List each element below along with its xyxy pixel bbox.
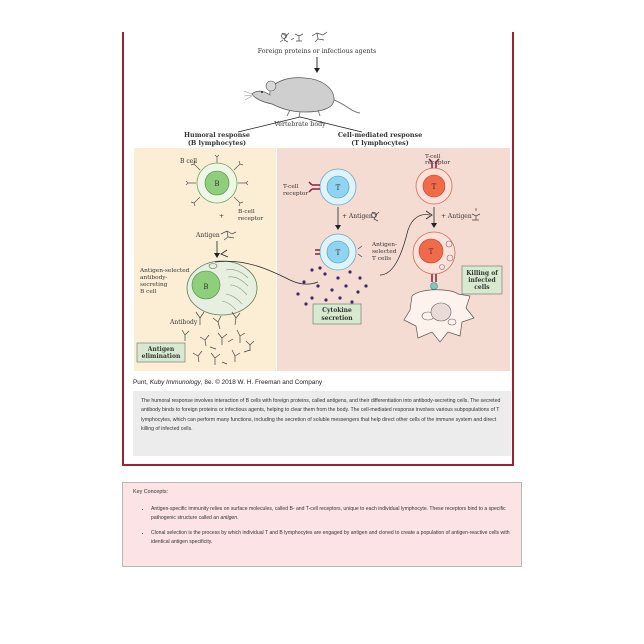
to-killer-arrow-line	[379, 214, 431, 276]
helper-t-cell	[308, 168, 357, 206]
t-receptor-label-1: T-cell	[283, 184, 299, 190]
key-concept-1-emphasis: antigen	[220, 515, 238, 521]
b-cell	[185, 154, 249, 207]
killer-antigen-icon	[471, 208, 481, 221]
humoral-branch-line	[237, 116, 301, 133]
infected-cell	[403, 289, 475, 343]
activated-cytotoxic-t-cell	[412, 231, 456, 290]
cytotoxic-t-cell	[415, 158, 453, 205]
mouse-illustration	[243, 77, 361, 118]
key-concepts-box: Key Concepts: Antigen-specific immunity …	[122, 482, 522, 567]
killer-t-letter: T	[432, 183, 437, 191]
humoral-subtitle: (B lymphocytes)	[188, 139, 246, 147]
to-killer-arrow-head	[425, 210, 433, 220]
cell-mediated-subtitle: (T lymphocytes)	[351, 139, 409, 147]
cytokine-dots	[296, 266, 368, 306]
killing-label-3: cells	[474, 284, 490, 291]
t-antigen-icon	[371, 211, 380, 222]
killer-plus-antigen: + Antigen	[441, 213, 472, 220]
selected-t-label-1: Antigen-	[371, 242, 397, 248]
t-cell-letter: T	[336, 184, 341, 192]
humoral-title: Humoral response	[184, 131, 250, 139]
activated-t-letter: T	[429, 248, 434, 256]
selected-b-label-4: B cell	[140, 289, 157, 295]
cytokine-label-2: secretion	[321, 315, 353, 322]
killer-receptor-label-1: T-cell	[425, 154, 441, 160]
b-receptor-label-1: B-cell	[238, 209, 255, 215]
killing-label-1: Killing of	[466, 270, 498, 277]
killer-receptor-label-2: receptor	[425, 160, 450, 166]
credit-suffix: , 8e. © 2018 W. H. Freeman and Company	[200, 379, 323, 386]
t-plus-antigen: + Antigen	[342, 213, 373, 220]
key-concept-1-end: .	[237, 515, 239, 521]
key-concept-item: Clonal selection is the process by which…	[151, 529, 511, 547]
figure-credit: Punt, Kuby Immunology, 8e. © 2018 W. H. …	[133, 379, 322, 386]
key-concept-item: Antigen-specific immunity relies on surf…	[151, 505, 511, 523]
b-cell-label: B cell	[180, 158, 197, 165]
cytokine-to-b-arrow-line	[214, 260, 319, 285]
caption-text: The humoral response involves interactio…	[141, 398, 501, 432]
t-receptor-label-2: receptor	[283, 191, 308, 197]
antibodies-cluster	[181, 311, 255, 365]
killer-arrow-head	[431, 223, 437, 228]
selected-t-label-3: T cells	[372, 256, 391, 262]
body-label: Vertebrate body	[273, 121, 326, 128]
credit-book-title: Kuby Immunology	[149, 379, 201, 386]
antibody-label: Antibody	[169, 319, 198, 326]
antigen-elimination-box	[136, 342, 186, 363]
cytokine-to-b-arrow-head	[220, 249, 229, 258]
cell-mediated-title: Cell-mediated response	[338, 131, 422, 139]
cytokine-secretion-box	[312, 303, 362, 325]
figure-caption: The humoral response involves interactio…	[133, 391, 511, 456]
selected-t-cell	[315, 233, 363, 271]
cell-mediated-panel	[277, 148, 510, 371]
cytokine-label-1: Cytokine	[322, 307, 352, 314]
selected-b-label-1: Antigen-selected	[139, 268, 190, 274]
b-cell-letter: B	[214, 180, 219, 188]
key-concepts-title: Key Concepts:	[133, 489, 169, 495]
cell-branch-line	[299, 116, 363, 133]
elimination-label-1: Antigen	[147, 346, 175, 353]
key-concept-1-text: Antigen-specific immunity relies on surf…	[151, 506, 506, 521]
foreign-antigen-icons	[279, 31, 328, 43]
key-concept-2-text: Clonal selection is the process by which…	[151, 530, 510, 545]
killing-label-2: infected	[468, 277, 496, 284]
top-label: Foreign proteins or infectious agents	[258, 48, 376, 55]
down-arrow-head	[314, 68, 320, 73]
plasma-cell-letter: B	[203, 283, 208, 291]
b-arrow-head	[214, 253, 220, 258]
selected-b-label-2: antibody-	[140, 275, 168, 281]
b-plus: +	[219, 213, 224, 220]
b-antigen-label: Antigen	[195, 232, 220, 239]
selected-t-letter: T	[336, 249, 341, 257]
credit-prefix: Punt,	[133, 379, 150, 386]
antigen-icon	[220, 230, 237, 241]
antibody-secreting-b-cell	[186, 260, 258, 316]
b-receptor-label-2: receptor	[238, 216, 263, 222]
killing-infected-box	[461, 265, 503, 295]
selected-t-label-2: selected	[372, 249, 397, 255]
key-concepts-list: Antigen-specific immunity relies on surf…	[133, 505, 511, 547]
elimination-label-2: elimination	[142, 353, 181, 360]
t-arrow-head	[335, 225, 341, 230]
selected-b-label-3: secreting	[140, 282, 168, 288]
